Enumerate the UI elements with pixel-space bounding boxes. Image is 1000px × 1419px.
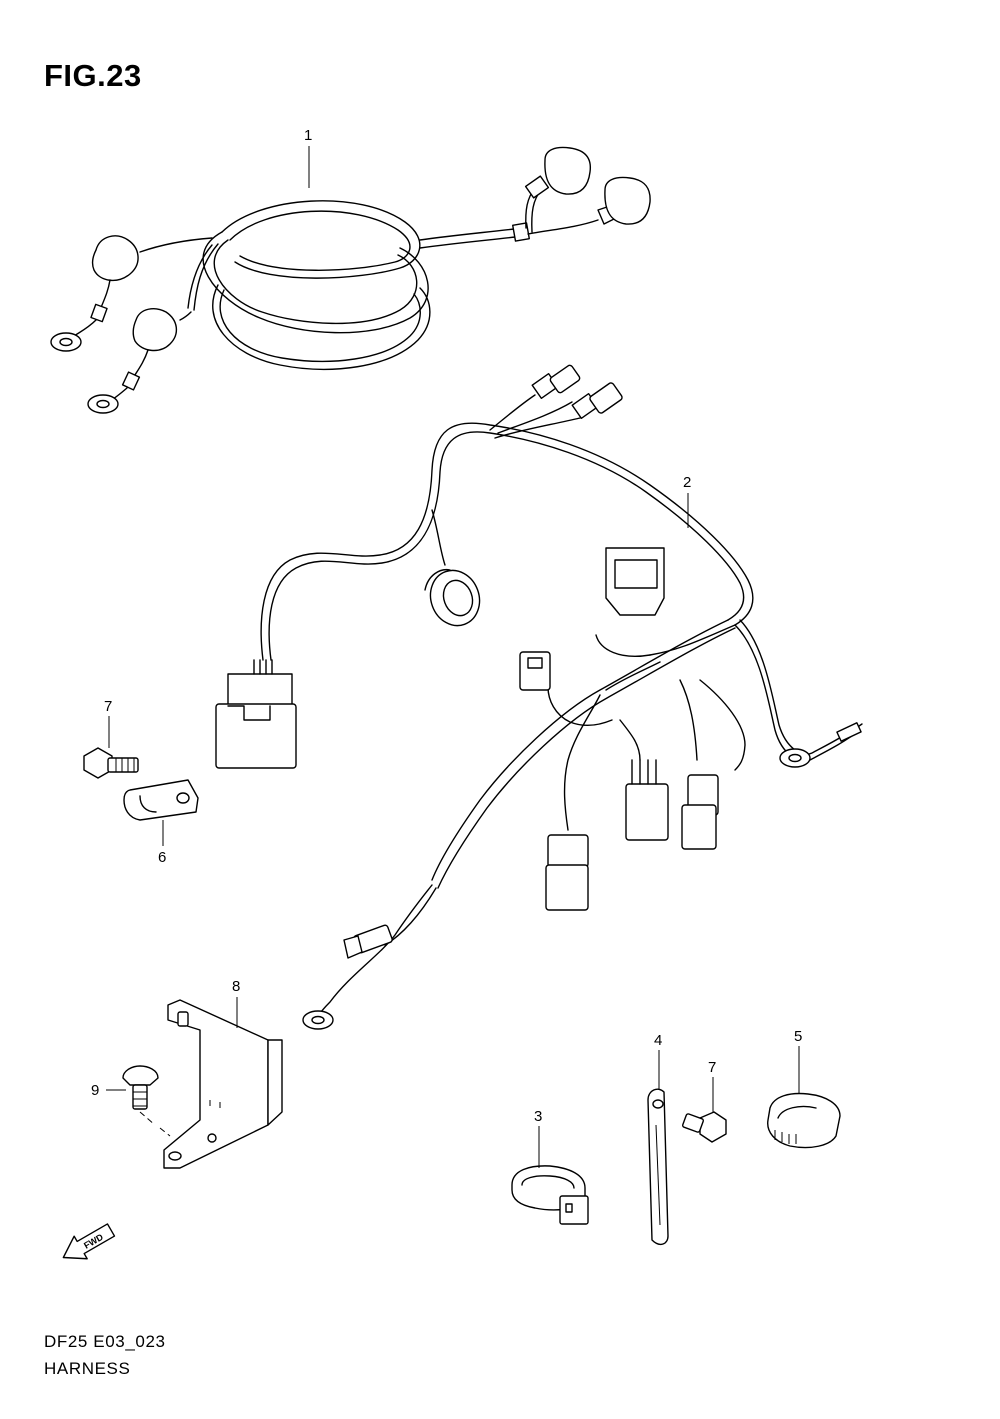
bolt-7-upper[interactable]	[83, 747, 139, 779]
callout-2: 2	[683, 474, 691, 491]
bracket-8[interactable]	[163, 999, 283, 1169]
harness-1[interactable]	[50, 146, 651, 414]
screw-9[interactable]	[122, 1065, 171, 1137]
callout-7b: 7	[708, 1059, 716, 1076]
figure-code: DF25 E03_023	[44, 1332, 166, 1351]
clamp-3[interactable]	[511, 1165, 589, 1225]
callout-1: 1	[304, 127, 312, 144]
clamp-6[interactable]	[123, 779, 199, 821]
callout-7a: 7	[104, 698, 112, 715]
figure-title: FIG.23	[44, 58, 142, 93]
callout-6: 6	[158, 849, 166, 866]
harness-2[interactable]	[215, 364, 863, 1030]
callout-8: 8	[232, 978, 240, 995]
band-4[interactable]	[647, 1088, 669, 1246]
clamp-5[interactable]	[767, 1092, 841, 1149]
figure-name: HARNESS	[44, 1359, 131, 1378]
bolt-7-lower[interactable]	[682, 1111, 727, 1143]
fwd-arrow-icon: FWD	[62, 1223, 116, 1260]
callout-3: 3	[534, 1108, 542, 1125]
callout-5: 5	[794, 1028, 802, 1045]
callout-4: 4	[654, 1032, 662, 1049]
callout-9: 9	[91, 1082, 99, 1099]
